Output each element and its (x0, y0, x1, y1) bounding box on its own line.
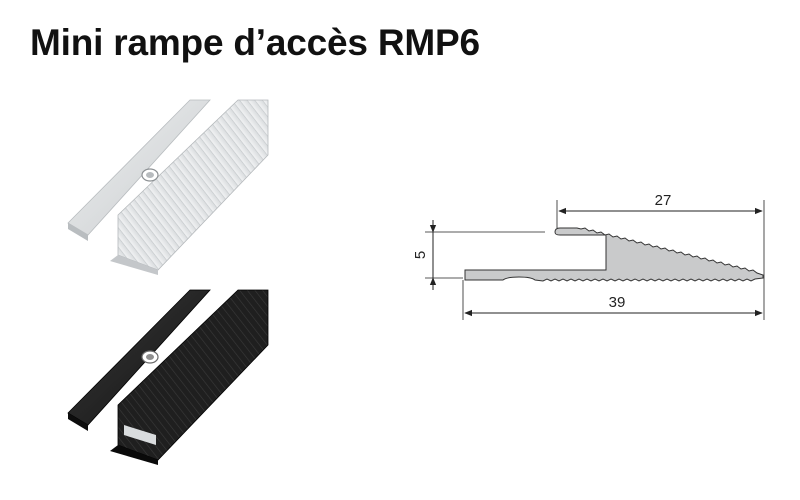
dimension-label-39: 39 (609, 294, 626, 311)
profile-section (464, 227, 764, 282)
dimension-label-27: 27 (655, 192, 672, 209)
dimension-label-5: 5 (412, 251, 429, 259)
profile-black-photo (67, 289, 269, 465)
profile-silver-photo (67, 99, 269, 275)
page-title: Mini rampe d’accès RMP6 (30, 22, 480, 63)
cross-section-drawing: 27 39 5 (412, 192, 765, 320)
